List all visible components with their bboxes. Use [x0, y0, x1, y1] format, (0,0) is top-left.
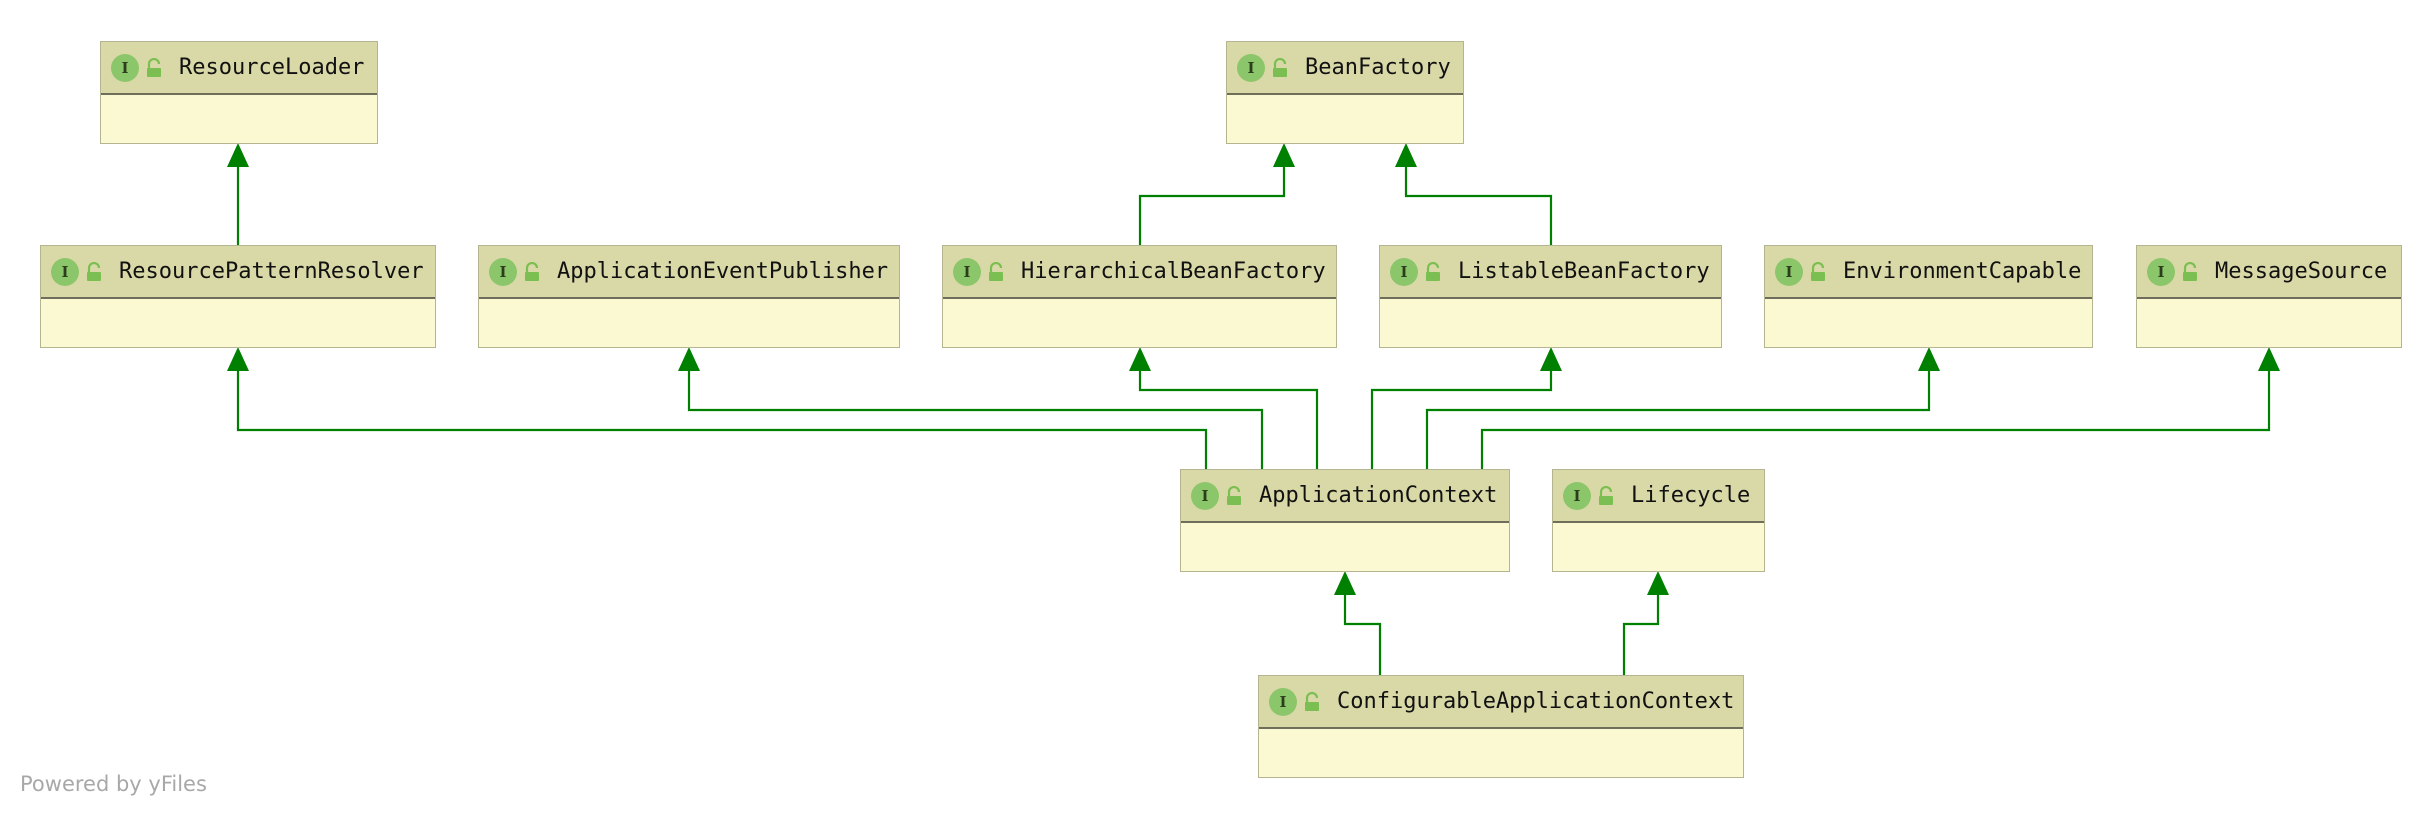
node-header: I EnvironmentCapable [1765, 246, 2092, 299]
node-header: I Lifecycle [1553, 470, 1764, 523]
node-body [1227, 97, 1463, 143]
edge-configurable-application-context-to-lifecycle [1622, 571, 1669, 675]
node-header: I ApplicationContext [1181, 470, 1509, 523]
node-body [41, 301, 435, 347]
node-name-label: ResourcePatternResolver [119, 259, 424, 284]
arrowhead-icon [227, 347, 249, 371]
yfiles-watermark: Powered by yFiles [20, 772, 207, 796]
arrowhead-icon [1273, 143, 1295, 167]
arrowhead-icon [1918, 347, 1940, 371]
edge-application-context-to-environment-capable [1425, 347, 1940, 469]
edge-application-context-to-message-source [1480, 347, 2280, 469]
interface-badge-icon: I [1237, 53, 1265, 82]
node-application-event-publisher[interactable]: I ApplicationEventPublisher [478, 245, 900, 348]
arrowhead-icon [1540, 347, 1562, 371]
node-configurable-application-context[interactable]: I ConfigurableApplicationContext [1258, 675, 1744, 778]
arrowhead-icon [1395, 143, 1417, 167]
public-lock-icon [1599, 485, 1613, 505]
node-name-label: ResourceLoader [179, 55, 365, 80]
node-body [101, 97, 377, 143]
interface-badge-icon: I [1269, 687, 1297, 716]
node-header: I MessageSource [2137, 246, 2401, 299]
public-lock-icon [989, 261, 1003, 281]
edge-resource-pattern-resolver-to-resource-loader [227, 143, 249, 245]
edge-application-context-to-listable-bean-factory [1370, 347, 1562, 469]
public-lock-icon [1227, 485, 1241, 505]
node-header: I ConfigurableApplicationContext [1259, 676, 1743, 729]
node-header: I HierarchicalBeanFactory [943, 246, 1336, 299]
node-hierarchical-bean-factory[interactable]: I HierarchicalBeanFactory [942, 245, 1337, 348]
node-resource-loader[interactable]: I ResourceLoader [100, 41, 378, 144]
node-name-label: ConfigurableApplicationContext [1337, 689, 1735, 714]
edge-application-context-to-application-event-publisher [678, 347, 1264, 469]
node-name-label: ApplicationEventPublisher [557, 259, 889, 284]
node-bean-factory[interactable]: I BeanFactory [1226, 41, 1464, 144]
node-body [1553, 525, 1764, 571]
edge-hierarchical-bean-factory-to-bean-factory [1138, 143, 1295, 245]
node-body [479, 301, 899, 347]
arrowhead-icon [678, 347, 700, 371]
interface-badge-icon: I [1191, 481, 1219, 510]
node-body [1765, 301, 2092, 347]
node-name-label: HierarchicalBeanFactory [1021, 259, 1326, 284]
interface-badge-icon: I [111, 53, 139, 82]
node-name-label: EnvironmentCapable [1843, 259, 2082, 284]
node-header: I ListableBeanFactory [1380, 246, 1721, 299]
public-lock-icon [1273, 57, 1287, 77]
edge-listable-bean-factory-to-bean-factory [1395, 143, 1553, 245]
public-lock-icon [525, 261, 539, 281]
node-name-label: Lifecycle [1631, 483, 1751, 508]
node-header: I ApplicationEventPublisher [479, 246, 899, 299]
interface-badge-icon: I [1390, 257, 1418, 286]
node-environment-capable[interactable]: I EnvironmentCapable [1764, 245, 2093, 348]
node-header: I BeanFactory [1227, 42, 1463, 95]
interface-badge-icon: I [953, 257, 981, 286]
interface-badge-icon: I [51, 257, 79, 286]
arrowhead-icon [1647, 571, 1669, 595]
interface-badge-icon: I [489, 257, 517, 286]
node-body [943, 301, 1336, 347]
node-body [1181, 525, 1509, 571]
node-body [1259, 731, 1743, 777]
arrowhead-icon [1129, 347, 1151, 371]
interface-badge-icon: I [1775, 257, 1803, 286]
node-header: I ResourceLoader [101, 42, 377, 95]
public-lock-icon [147, 57, 161, 77]
node-body [2137, 301, 2401, 347]
interface-badge-icon: I [2147, 257, 2175, 286]
node-lifecycle[interactable]: I Lifecycle [1552, 469, 1765, 572]
public-lock-icon [1811, 261, 1825, 281]
node-header: I ResourcePatternResolver [41, 246, 435, 299]
node-name-label: ListableBeanFactory [1458, 259, 1710, 284]
edge-application-context-to-hierarchical-bean-factory [1129, 347, 1319, 469]
node-name-label: MessageSource [2215, 259, 2388, 284]
arrowhead-icon [1334, 571, 1356, 595]
arrowhead-icon [2258, 347, 2280, 371]
arrowhead-icon [227, 143, 249, 167]
interface-badge-icon: I [1563, 481, 1591, 510]
node-body [1380, 301, 1721, 347]
public-lock-icon [87, 261, 101, 281]
public-lock-icon [2183, 261, 2197, 281]
public-lock-icon [1305, 691, 1319, 711]
node-application-context[interactable]: I ApplicationContext [1180, 469, 1510, 572]
node-name-label: ApplicationContext [1259, 483, 1498, 508]
edge-configurable-application-context-to-application-context [1334, 571, 1382, 675]
edge-application-context-to-resource-pattern-resolver [227, 347, 1208, 469]
node-resource-pattern-resolver[interactable]: I ResourcePatternResolver [40, 245, 436, 348]
public-lock-icon [1426, 261, 1440, 281]
node-listable-bean-factory[interactable]: I ListableBeanFactory [1379, 245, 1722, 348]
node-name-label: BeanFactory [1305, 55, 1451, 80]
node-message-source[interactable]: I MessageSource [2136, 245, 2402, 348]
